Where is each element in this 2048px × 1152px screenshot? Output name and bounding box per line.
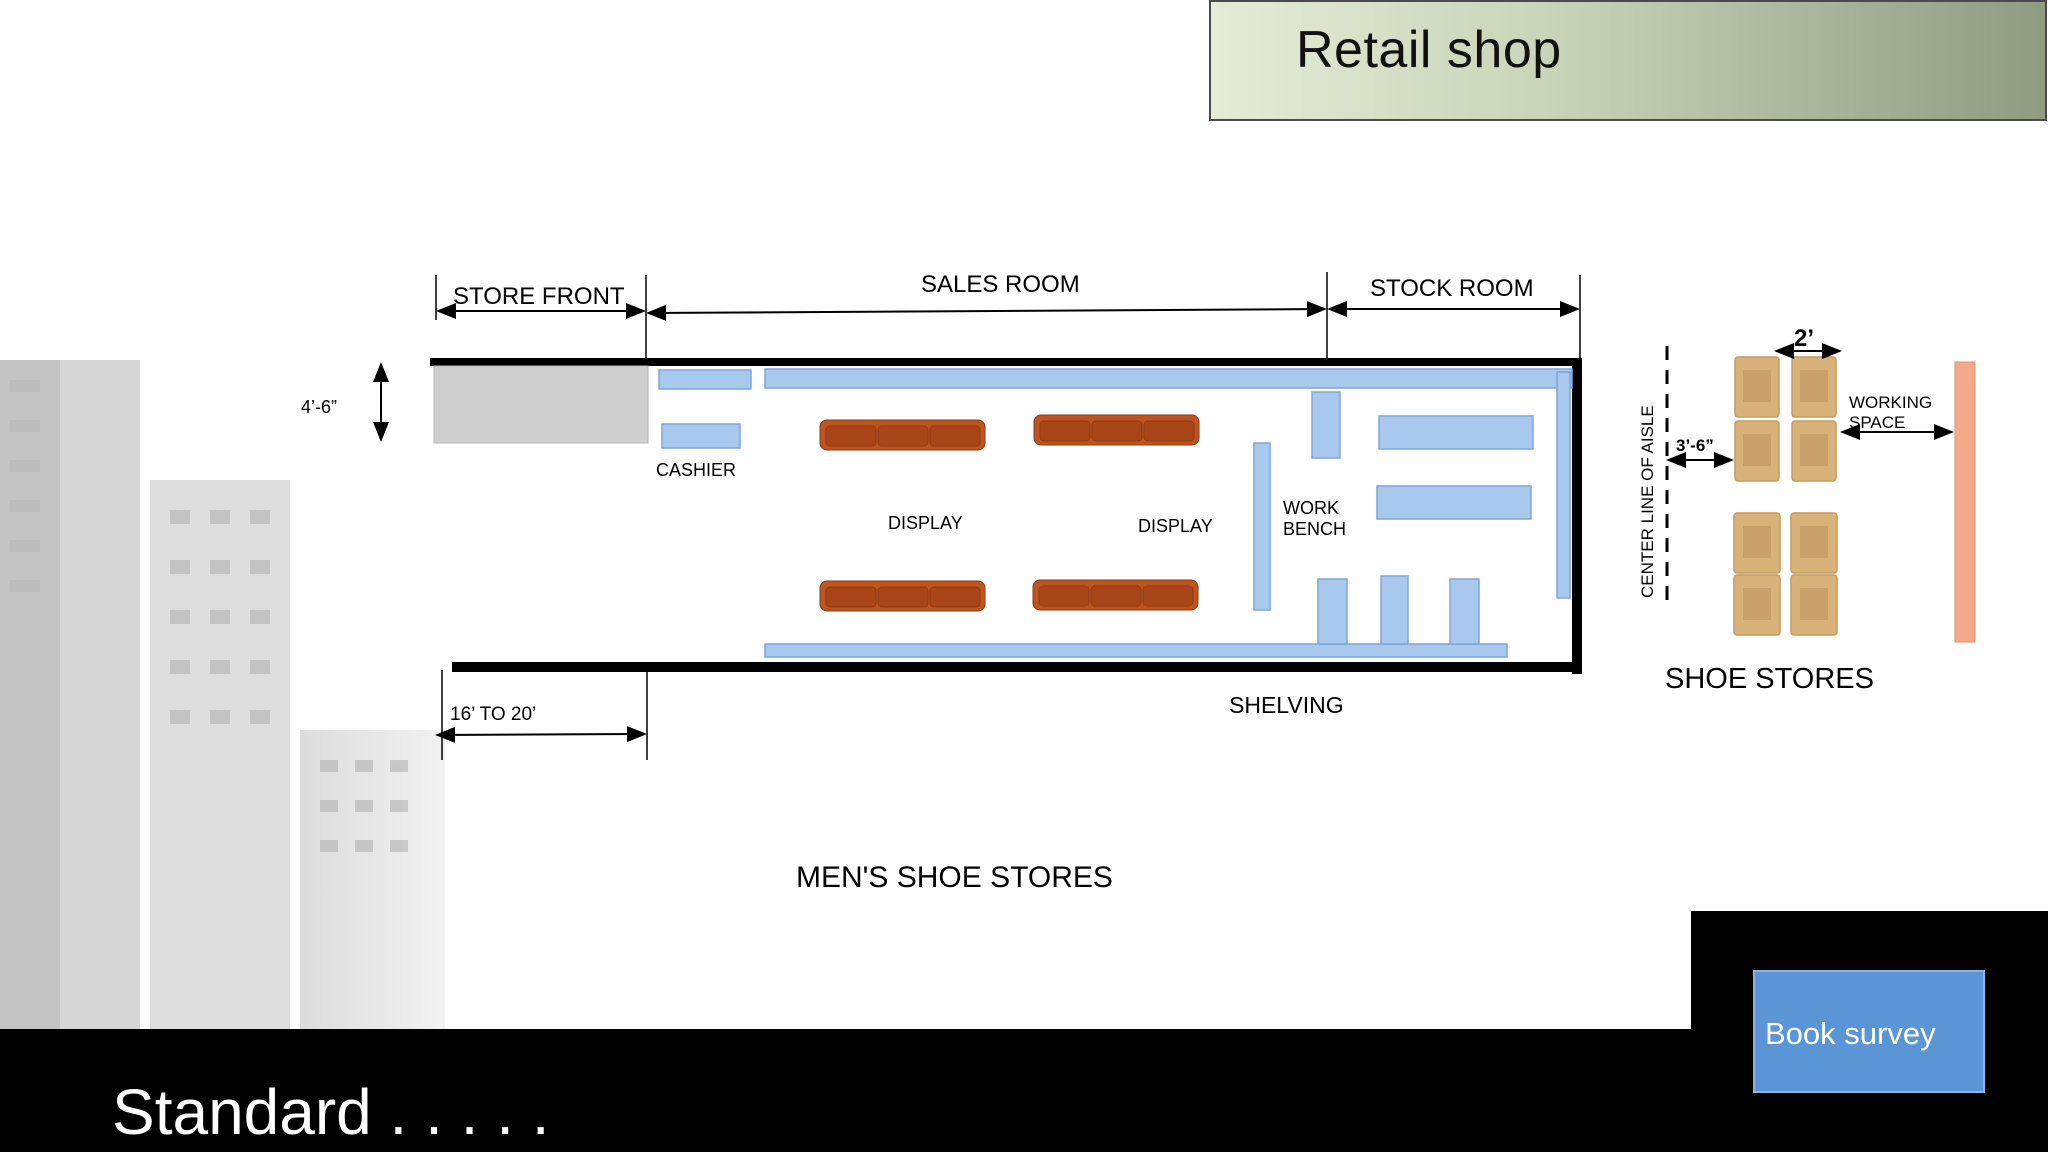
store-walls [430,358,1582,674]
top-wall-shelf [764,368,1573,389]
label-display-1: DISPLAY [888,513,963,533]
label-display-2: DISPLAY [1138,516,1213,536]
store-front-area [433,365,649,444]
stock-shelf-1 [1378,415,1534,450]
display-sofa-bottom-right [1032,579,1199,611]
caption-shoe-stores: SHOE STORES [1665,663,1874,695]
stock-shelf-2 [1376,485,1532,520]
display-sofa-top-left [819,419,986,451]
right-wall-shelf [1556,371,1571,599]
label-shelving: SHELVING [1229,692,1344,718]
label-center-line: CENTER LINE OF AISLE [1638,405,1657,598]
building-background-image [0,360,445,1030]
slide-title: Retail shop [1296,21,1562,79]
display-sofa-top-right [1033,414,1200,446]
label-aisle-dim: 3’-6” [1676,436,1714,455]
label-depth-dim: 4’-6” [301,397,337,417]
stock-rack-1 [1317,578,1348,645]
front-shelf [658,369,752,390]
footer-bar [0,1029,2048,1152]
caption-mens-shoe-stores: MEN'S SHOE STORES [796,861,1113,894]
display-sofa-bottom-left [819,580,986,612]
stock-shelf-vertical [1311,391,1341,459]
label-width-dim: 16’ TO 20’ [450,704,536,725]
label-sales-room: SALES ROOM [921,271,1080,298]
label-space: SPACE [1849,413,1905,432]
title-banner: Retail shop [1209,0,2047,121]
cashier-counter [661,423,741,449]
label-store-front: STORE FRONT [453,283,625,310]
bottom-wall-shelf [764,643,1508,658]
book-survey-button[interactable]: Book survey [1753,970,1985,1093]
label-work: WORK [1283,498,1339,518]
stock-rack-2 [1380,575,1409,645]
working-space-counter [1954,361,1976,643]
dimension-arrows [373,301,1580,743]
label-stock-room: STOCK ROOM [1370,275,1534,302]
label-cashier: CASHIER [656,460,736,480]
work-bench-shelf [1253,442,1271,611]
stock-rack-3 [1449,578,1480,645]
label-detail-dim-top: 2’ [1794,325,1814,352]
label-working: WORKING [1849,393,1932,412]
label-bench: BENCH [1283,519,1346,539]
footer-text: Standard . . . . . [112,1076,550,1148]
